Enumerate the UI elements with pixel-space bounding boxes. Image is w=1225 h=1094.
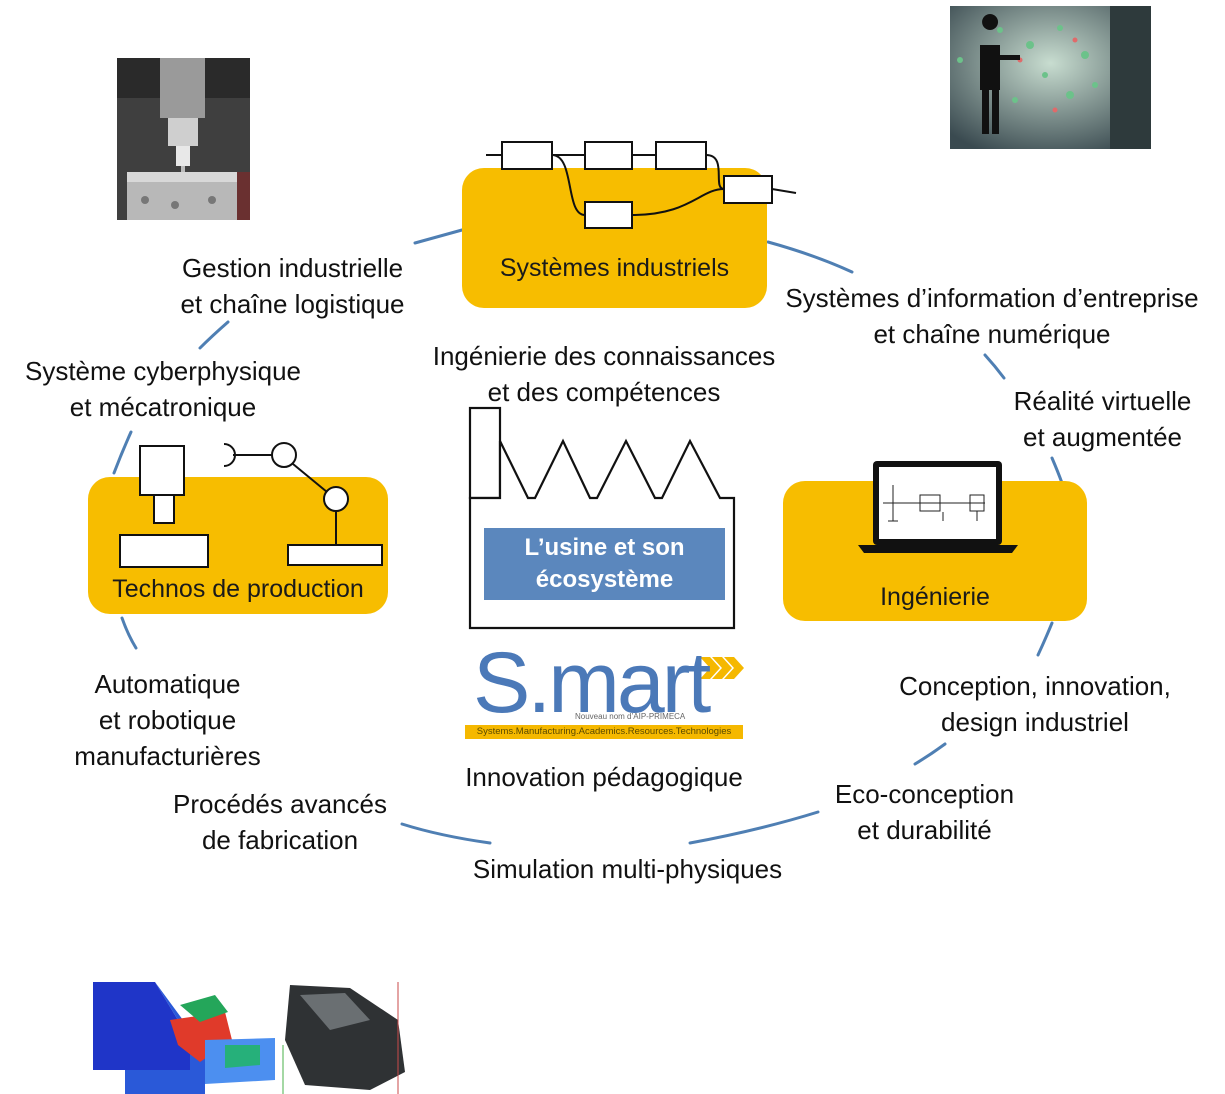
industrial-systems-title: Systèmes industriels [499,254,730,282]
label-line: et des compétences [487,377,721,407]
knowledge-engineering-label: Ingénierie des connaissances et des comp… [405,338,803,410]
pedagogical-innovation-label: Innovation pédagogique [465,762,743,792]
design-innovation-label: Conception, innovation, design industrie… [880,668,1190,740]
milling-machine-photo [117,58,250,220]
smart-chevron-icon [700,657,744,679]
automation-robotics-label: Automatique et robotique manufacturières [55,666,280,774]
arc-segment [120,616,138,650]
label-line: manufacturières [74,741,261,771]
label-line: et mécatronique [69,392,257,422]
label-line: Simulation multi-physiques [472,854,783,884]
factory-ecosystem-box: L’usine et son écosystème [484,528,725,600]
cyberphysical-label: Système cyberphysique et mécatronique [14,353,312,425]
label-line: Automatique [94,669,241,699]
virtual-reality-label: Réalité virtuelle et augmentée [990,383,1215,455]
arc-segment [413,228,464,245]
label-line: Procédés avancés [173,789,387,819]
robot-arm-icon [223,442,383,566]
circle-arcs [112,228,1064,845]
label-line: Eco-conception [834,779,1015,809]
engineering-title: Ingénierie [880,583,990,611]
label-line: Conception, innovation, [899,671,1171,701]
production-tech-title: Technos de production [112,575,364,603]
label-line: et chaîne logistique [180,289,405,319]
arc-segment [198,320,230,350]
advanced-processes-label: Procédés avancés de fabrication [150,786,410,858]
label-line: et robotique [98,705,237,735]
smart-logo-subtitle: Nouveau nom d’AIP-PRIMECA [575,712,686,721]
label-line: et durabilité [857,815,992,845]
laptop-icon [858,461,1018,553]
label-line: de fabrication [201,825,359,855]
eco-design-label: Eco-conception et durabilité [812,776,1037,848]
information-systems-label: Systèmes d’information d’entreprise et c… [776,280,1208,352]
label-line: et augmentée [1022,422,1182,452]
process-flow-icon [486,141,797,229]
arc-segment [1050,456,1064,485]
arc-segment [766,240,854,274]
industrial-management-label: Gestion industrielle et chaîne logistiqu… [150,250,435,322]
smart-logo-band: Systems.Manufacturing.Academics.Resource… [465,725,743,739]
label-line: Réalité virtuelle [1013,386,1192,416]
label-line: et chaîne numérique [873,319,1111,349]
virtual-reality-photo [950,6,1151,149]
label-line: Ingénierie des connaissances [432,341,776,371]
arc-segment [983,353,1006,380]
label-line: Système cyberphysique [24,356,302,386]
arc-segment [913,742,947,766]
arc-segment [1036,621,1054,657]
arc-segment [400,822,492,845]
arc-segment [112,430,133,475]
simulation-photo [93,982,405,1094]
box-line: écosystème [535,566,674,593]
box-line: L’usine et son [524,534,685,561]
arc-segment [688,810,820,845]
label-line: Systèmes d’information d’entreprise [785,283,1199,313]
multiphysics-simulation-label: Simulation multi-physiques [450,851,805,887]
label-line: design industriel [941,707,1129,737]
machine-tool-icon [119,445,209,568]
label-line: Gestion industrielle [181,253,404,283]
smart-logo-word: S.mart [473,635,711,731]
